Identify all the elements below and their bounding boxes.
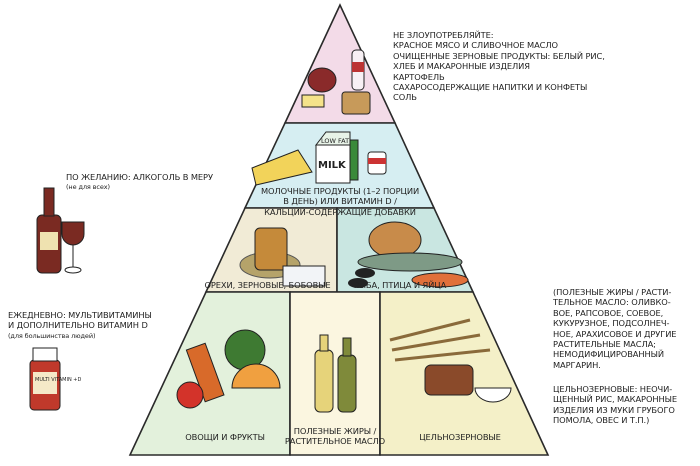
vitamin-bottle-icon: MULTI VITAMIN +D [29, 347, 81, 411]
oils-label: ПОЛЕЗНЫЕ ЖИРЫ / РАСТИТЕЛЬНОЕ МАСЛО [280, 426, 390, 447]
dairy-label: МОЛОЧНЫЕ ПРОДУКТЫ (1–2 ПОРЦИИ В ДЕНЬ) ИЛ… [250, 186, 430, 217]
dairy-label-line: КАЛЬЦИЙ-СОДЕРЖАЩИЕ ДОБАВКИ [264, 206, 416, 217]
svg-text:MILK: MILK [318, 160, 347, 171]
red-meat-icon [307, 67, 337, 93]
fats-note-line: НЕМОДИФИЦИРОВАННЫЙ [553, 349, 664, 360]
fats-note: (ПОЛЕЗНЫЕ ЖИРЫ / РАСТИ- ТЕЛЬНОЕ МАСЛО: О… [553, 287, 677, 370]
vitamin-text: ЕЖЕДНЕВНО: МУЛЬТИВИТАМИНЫ [8, 310, 152, 320]
svg-text:MULTI VITAMIN +D: MULTI VITAMIN +D [35, 377, 81, 383]
olive-oil-bottle-icon [337, 337, 357, 413]
fats-note-line: КУКУРУЗНОЕ, ПОДСОЛНЕЧ- [553, 318, 670, 329]
fats-note-line: ВОЕ, РАПСОВОЕ, СОЕВОЕ, [553, 307, 664, 318]
bread-loaf-icon [424, 364, 474, 396]
grains-note-line: ПОМОЛА, ОВЕС И Т.П.) [553, 415, 650, 426]
cheese-icon [251, 149, 313, 186]
limit-item: САХАРОСОДЕРЖАЩИЕ НАПИТКИ И КОНФЕТЫ [393, 82, 588, 93]
vitamin-text: И ДОПОЛНИТЕЛЬНО ВИТАМИН D [8, 320, 148, 331]
vegetables-label: ОВОЩИ И ФРУКТЫ [185, 432, 265, 442]
fish-icon [357, 252, 463, 272]
limit-item: КАРТОФЕЛЬ [393, 71, 445, 82]
grains-label: ЦЕЛЬНОЗЕРНОВЫЕ [419, 432, 501, 442]
fats-note-line: НОЕ, АРАХИСОВОЕ И ДРУГИЕ [553, 328, 677, 339]
dairy-label-line: В ДЕНЬ) ИЛИ ВИТАМИН D / [283, 196, 397, 207]
limit-item: ХЛЕБ И МАКАРОННЫЕ ИЗДЕЛИЯ [393, 61, 530, 72]
grains-note-line: ИЗДЕЛИЯ ИЗ МУКИ ГРУБОГО [553, 404, 675, 415]
fats-note-line: МАРГАРИН. [553, 359, 601, 370]
melon-icon [231, 363, 281, 389]
fats-note-line: РАСТИТЕЛЬНЫЕ МАСЛА; [553, 339, 656, 350]
oils-label-line: РАСТИТЕЛЬНОЕ МАСЛО [284, 436, 386, 447]
fats-note-line: (ПОЛЕЗНЫЕ ЖИРЫ / РАСТИ- [553, 287, 672, 297]
butter-icon [301, 94, 325, 108]
tomato-icon [176, 381, 204, 409]
alcohol-subtext: (не для всех) [66, 183, 110, 192]
limit-item: СОЛЬ [393, 92, 417, 103]
yogurt-cup-icon [367, 151, 387, 175]
tofu-icon [282, 265, 326, 287]
fish-label: РЫБА, ПТИЦА И ЯЙЦА [353, 280, 447, 290]
limit-foods-note: НЕ ЗЛОУПОТРЕБЛЯЙТЕ: КРАСНОЕ МЯСО И СЛИВО… [393, 30, 605, 103]
vitamin-subtext: (для большинства людей) [8, 331, 96, 340]
alcohol-note: ПО ЖЕЛАНИЮ: АЛКОГОЛЬ В МЕРУ (не для всех… [66, 172, 213, 193]
limit-item: ОЧИЩЕННЫЕ ЗЕРНОВЫЕ ПРОДУКТЫ: БЕЛЫЙ РИС, [393, 50, 605, 61]
soda-bottle-icon [351, 49, 365, 91]
mussels-icon [348, 268, 375, 288]
oils-label-line: ПОЛЕЗНЫЕ ЖИРЫ / [293, 426, 377, 436]
milk-carton-icon: LOW FAT MILK [314, 131, 359, 184]
grains-note: ЦЕЛЬНОЗЕРНОВЫЕ: НЕОЧИ- ЩЕННЫЙ РИС, МАКАР… [553, 384, 677, 426]
dairy-label-line: МОЛОЧНЫЕ ПРОДУКТЫ (1–2 ПОРЦИИ [260, 186, 420, 196]
oil-bottle-icon [314, 334, 334, 413]
grains-note-line: ЦЕЛЬНОЗЕРНОВЫЕ: НЕОЧИ- [553, 384, 673, 394]
nuts-label: ОРЕХИ, ЗЕРНОВЫЕ, БОБОВЫЕ [204, 280, 331, 290]
svg-text:LOW FAT: LOW FAT [321, 137, 349, 145]
carrots-icon [185, 342, 225, 403]
wine-glass-icon [61, 221, 85, 274]
grains-note-line: ЩЕННЫЙ РИС, МАКАРОННЫЕ [553, 394, 678, 405]
limit-item: КРАСНОЕ МЯСО И СЛИВОЧНОЕ МАСЛО [393, 40, 558, 51]
fats-note-line: ТЕЛЬНОЕ МАСЛО: ОЛИВКО- [553, 297, 671, 308]
salmon-icon [411, 272, 469, 288]
peanut-butter-jar-icon [254, 227, 288, 271]
vitamin-note: ЕЖЕДНЕВНО: МУЛЬТИВИТАМИНЫ И ДОПОЛНИТЕЛЬН… [8, 310, 152, 341]
bread-icon [341, 91, 371, 115]
alcohol-text: ПО ЖЕЛАНИЮ: АЛКОГОЛЬ В МЕРУ [66, 172, 213, 182]
rice-bowl-icon [474, 387, 512, 403]
wheat-icon [389, 318, 491, 362]
limit-heading: НЕ ЗЛОУПОТРЕБЛЯЙТЕ: [393, 30, 494, 40]
wine-bottle-icon [36, 187, 62, 274]
